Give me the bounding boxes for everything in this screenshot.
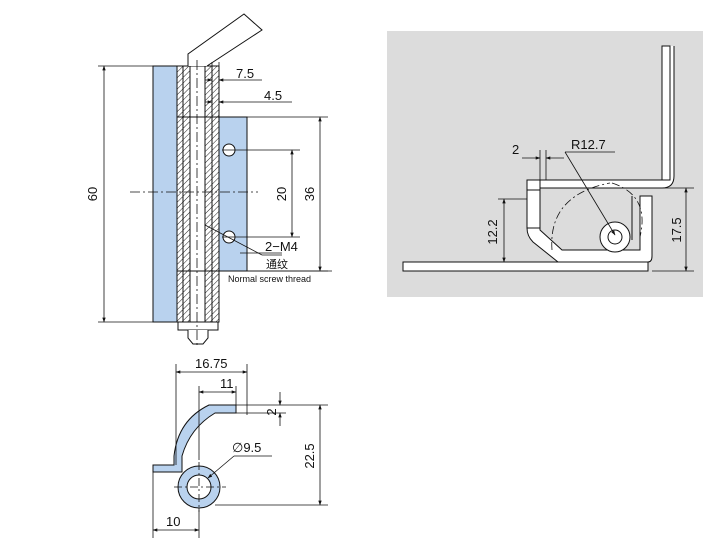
dim-height-60: 60 [85, 187, 100, 201]
front-view [98, 13, 332, 346]
hinge-arm-profile [152, 404, 237, 473]
dim-radius: R12.7 [571, 137, 606, 152]
dim-top-7-5: 7.5 [236, 66, 254, 81]
dim-width-16-75: 16.75 [195, 356, 228, 371]
dim-gap-2: 2 [512, 142, 519, 157]
callout-en: Normal screw thread [228, 274, 311, 284]
dim-left-12-2: 12.2 [485, 219, 500, 244]
hinge-pin [189, 65, 206, 323]
hinge-leaf-outer [526, 179, 653, 263]
dim-tab-36: 36 [302, 187, 317, 201]
hinge-tab-right [218, 116, 248, 272]
dim-height-22-5: 22.5 [302, 443, 317, 468]
install-panel [387, 31, 703, 297]
dim-base-10: 10 [166, 514, 180, 529]
base-plate [402, 261, 649, 272]
dim-thick-2: 2 [264, 408, 279, 415]
top-view [152, 364, 328, 538]
hinge-leaf-left [152, 65, 178, 323]
dim-top-4-5: 4.5 [264, 88, 282, 103]
install-view [402, 45, 694, 272]
dim-holes-20: 20 [274, 187, 289, 201]
callout-holes: 2−M4 [265, 239, 298, 254]
dim-arm-11: 11 [220, 376, 234, 391]
pin-tip [187, 330, 209, 345]
dim-diameter: ∅9.5 [232, 440, 261, 455]
pin-nut [177, 321, 219, 331]
dim-right-17-5: 17.5 [669, 217, 684, 242]
callout-cn: 通纹 [266, 257, 288, 271]
install-pin [607, 229, 623, 245]
pin-handle [187, 13, 263, 67]
